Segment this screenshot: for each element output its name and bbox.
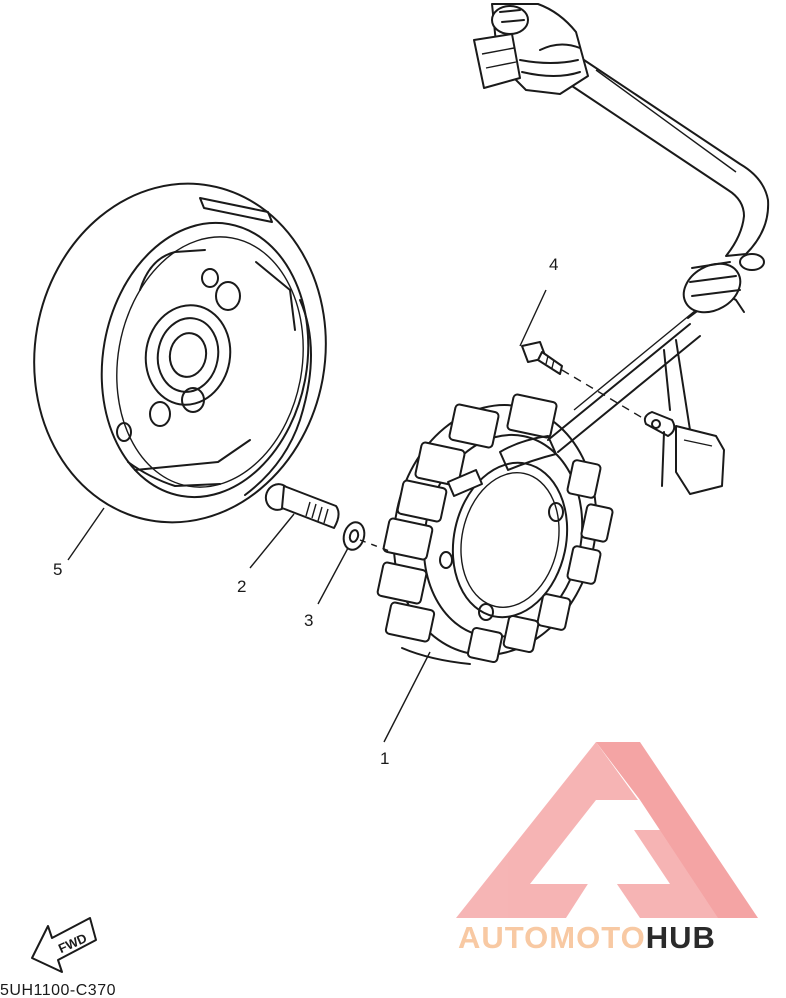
stator-screw (521, 341, 563, 375)
callout-4: 4 (549, 255, 558, 274)
washer (342, 521, 366, 551)
watermark-text: AUTOMOTOHUB (458, 920, 716, 955)
flywheel-rotor (33, 182, 327, 524)
watermark-text-part2: HUB (646, 920, 716, 955)
watermark-logo-icon (456, 742, 758, 918)
watermark-text-part1: AUTOMOTO (458, 920, 646, 955)
wire-harness (473, 3, 770, 495)
fwd-arrow-icon: FWD (31, 917, 97, 973)
callout-5: 5 (53, 560, 62, 579)
leader-lines (67, 289, 547, 743)
stator-coil (376, 393, 614, 665)
flywheel-bolt (264, 483, 340, 529)
callout-3: 3 (304, 611, 313, 630)
diagram-code: 5UH1100-C370 (0, 982, 116, 998)
callout-1: 1 (380, 749, 389, 768)
callout-2: 2 (237, 577, 246, 596)
